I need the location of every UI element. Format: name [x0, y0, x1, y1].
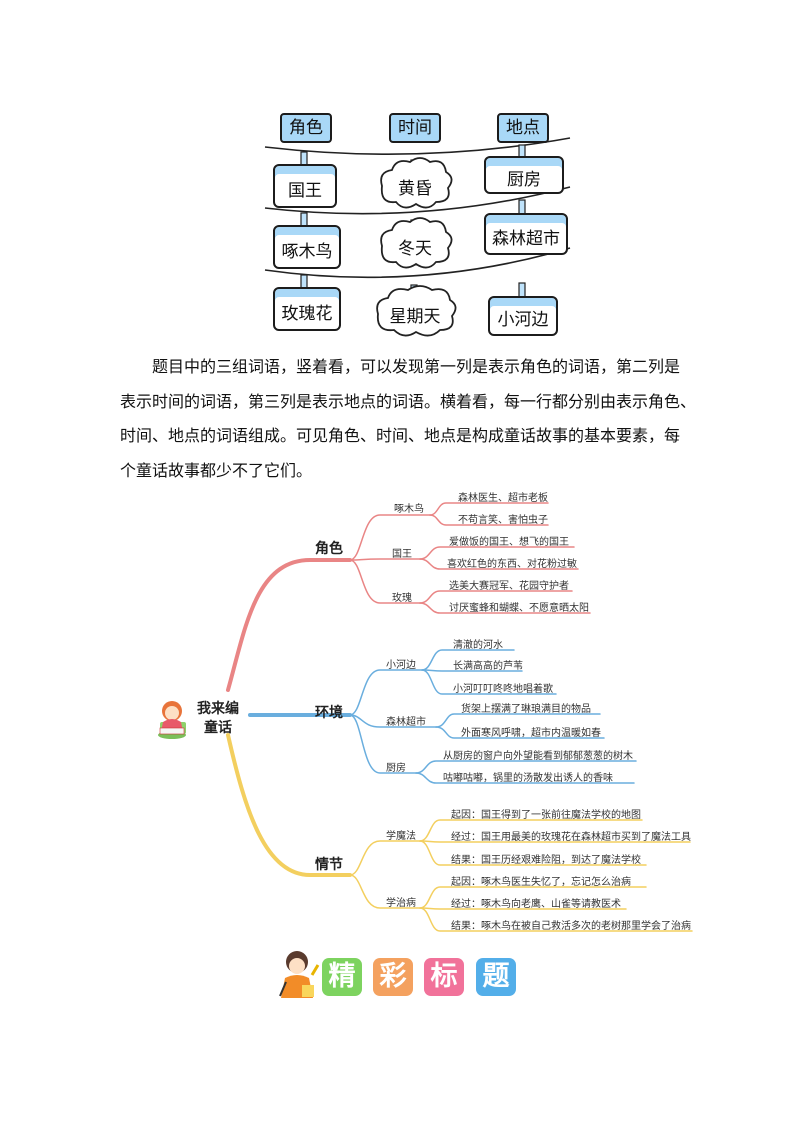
env-item: 咕嘟咕嘟，锅里的汤散发出诱人的香味	[443, 769, 613, 784]
role-item: 爱做饭的国王、想飞的国王	[449, 533, 569, 548]
env-item: 小河叮叮咚咚地唱着歌	[453, 680, 553, 695]
plot-sub-learn-magic: 学魔法	[386, 827, 416, 842]
plot-item: 结果：国王历经艰难险阻，到达了魔法学校	[451, 851, 641, 866]
role-item: 森林医生、超市老板	[458, 489, 548, 504]
teacher-pencil-icon	[280, 951, 318, 998]
title-char-4: 题	[476, 958, 516, 996]
mind-map-center-title: 我来编 童话	[193, 700, 243, 738]
branch-role: 角色	[315, 538, 343, 558]
title-char-2: 彩	[373, 958, 413, 996]
env-item: 外面寒风呼啸，超市内温暖如春	[461, 724, 601, 739]
center-title-line-2: 童话	[193, 719, 243, 738]
env-item: 货架上摆满了琳琅满目的物品	[461, 700, 591, 715]
plot-item: 起因：啄木鸟医生失忆了，忘记怎么治病	[451, 873, 631, 888]
env-item: 从厨房的窗户向外望能看到郁郁葱葱的树木	[443, 747, 633, 762]
env-item: 清澈的河水	[453, 636, 503, 651]
plot-item: 起因：国王得到了一张前往魔法学校的地图	[451, 806, 641, 821]
env-sub-kitchen: 厨房	[386, 759, 406, 774]
girl-reading-icon	[158, 701, 186, 739]
title-char-3: 标	[424, 958, 464, 996]
role-sub-woodpecker: 啄木鸟	[394, 500, 424, 515]
plot-item: 经过：啄木鸟向老鹰、山雀等请教医术	[451, 895, 621, 910]
plot-item: 经过：国王用最美的玫瑰花在森林超市买到了魔法工具	[451, 828, 691, 843]
branch-environment: 环境	[315, 702, 343, 722]
env-sub-riverside: 小河边	[386, 656, 416, 671]
role-item: 选美大赛冠军、花园守护者	[449, 577, 569, 592]
plot-sub-learn-healing: 学治病	[386, 894, 416, 909]
role-item: 喜欢红色的东西、对花粉过敏	[447, 555, 577, 570]
role-item: 讨厌蜜蜂和蝴蝶、不愿意晒太阳	[449, 599, 589, 614]
branch-plot: 情节	[315, 854, 343, 874]
plot-item: 结果：啄木鸟在被自己救活多次的老树那里学会了治病	[451, 917, 691, 932]
env-sub-forest-market: 森林超市	[386, 713, 426, 728]
env-item: 长满高高的芦苇	[453, 657, 523, 672]
role-item: 不苟言笑、害怕虫子	[458, 511, 548, 526]
title-char-1: 精	[322, 958, 362, 996]
role-sub-king: 国王	[392, 545, 412, 560]
role-sub-rose: 玫瑰	[392, 589, 412, 604]
center-title-line-1: 我来编	[193, 700, 243, 719]
